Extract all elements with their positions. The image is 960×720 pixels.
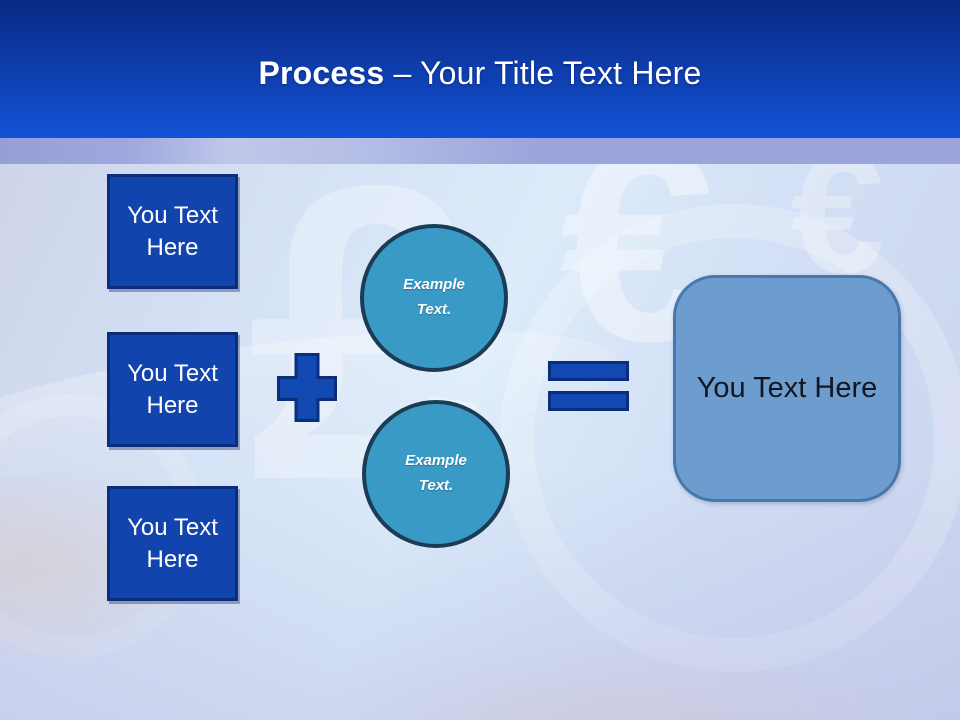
plus-icon bbox=[277, 353, 337, 422]
slide-title: Process – Your Title Text Here bbox=[258, 47, 701, 92]
result-box[interactable]: You Text Here bbox=[673, 275, 901, 502]
input-box-2[interactable]: You Text Here bbox=[107, 332, 238, 447]
example-circle-1[interactable]: Example Text. bbox=[360, 224, 508, 372]
header-divider-band bbox=[0, 138, 960, 164]
result-box-label: You Text Here bbox=[696, 372, 878, 404]
equals-bar-top bbox=[548, 361, 629, 381]
input-box-1[interactable]: You Text Here bbox=[107, 174, 238, 289]
slide-header: Process – Your Title Text Here bbox=[0, 0, 960, 138]
example-circle-1-label: Example Text. bbox=[403, 276, 465, 318]
equals-icon bbox=[548, 361, 629, 421]
input-box-3-label: You Text Here bbox=[127, 513, 218, 573]
example-circle-2-label: Example Text. bbox=[405, 452, 467, 494]
title-subtitle: – Your Title Text Here bbox=[384, 54, 702, 91]
example-circle-2[interactable]: Example Text. bbox=[362, 400, 510, 548]
title-keyword: Process bbox=[258, 54, 385, 91]
input-box-1-label: You Text Here bbox=[127, 201, 218, 261]
equals-bar-bottom bbox=[548, 391, 629, 411]
input-box-3[interactable]: You Text Here bbox=[107, 486, 238, 601]
input-box-2-label: You Text Here bbox=[127, 359, 218, 419]
